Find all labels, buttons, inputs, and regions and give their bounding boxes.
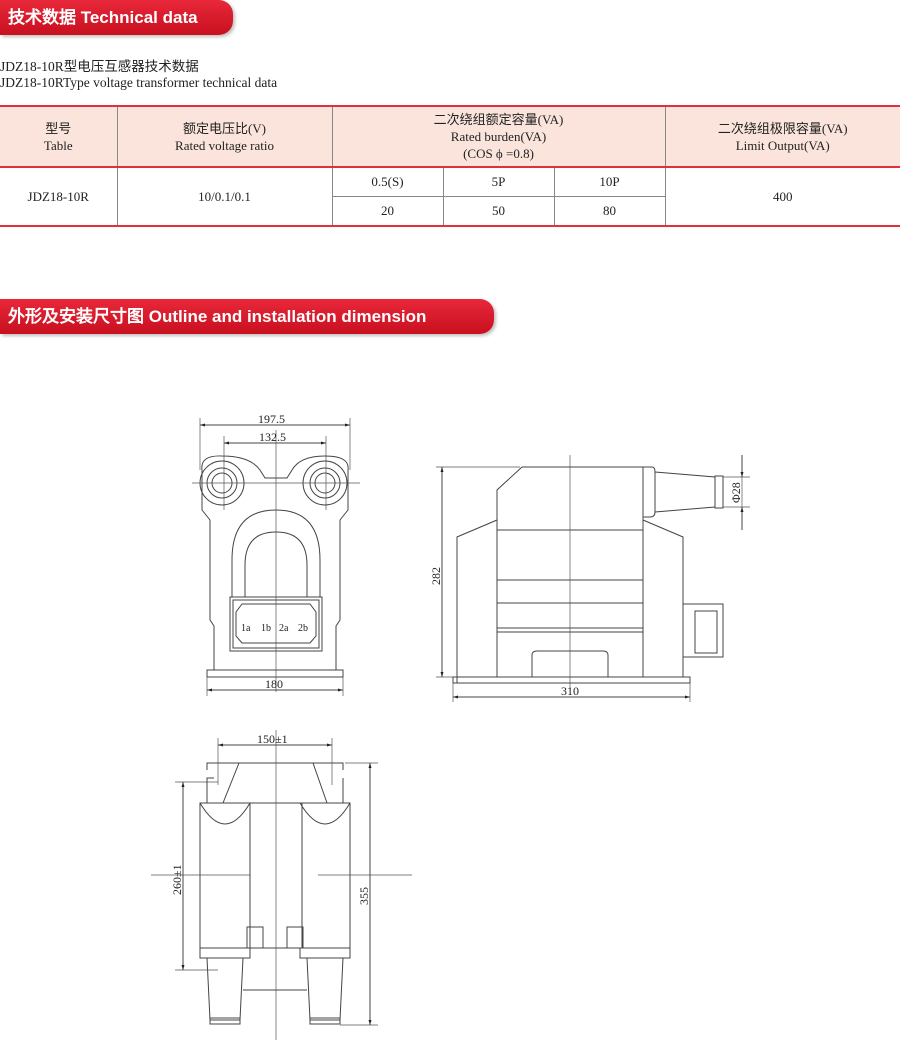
dim-150: 150±1 (257, 732, 288, 746)
cell-burden: 50 (442, 196, 555, 227)
table-row: 20 50 80 (0, 196, 900, 227)
section-header-outline: 外形及安装尺寸图 Outline and installation dimens… (0, 299, 494, 334)
cell-ratio: 10/0.1/0.1 (116, 167, 333, 227)
dim-180: 180 (265, 677, 283, 691)
dim-282: 282 (429, 567, 443, 585)
cell-class: 10P (553, 167, 666, 197)
header-burden: 二次绕组额定容量(VA) Rated burden(VA) (COS ϕ =0.8) (331, 105, 666, 168)
header-burden-cn: 二次绕组额定容量(VA) (433, 112, 564, 127)
terminal-2a: 2a (279, 623, 289, 634)
header-ratio: 额定电压比(V)Rated voltage ratio (116, 105, 333, 168)
header-ratio-cn: 额定电压比(V) (182, 120, 267, 136)
dim-phi-28: Φ28 (729, 482, 743, 503)
cell-class: 0.5(S) (331, 167, 444, 197)
dim-132-5: 132.5 (259, 430, 286, 444)
header-model-cn: 型号 (45, 120, 72, 136)
table-row: JDZ18-10R 10/0.1/0.1 0.5(S) 5P 10P 400 (0, 167, 900, 227)
terminal-1a: 1a (241, 623, 251, 634)
side-view-drawing: 282 Φ28 310 (429, 455, 750, 702)
cell-class: 5P (442, 167, 555, 197)
cell-burden: 80 (553, 196, 665, 227)
subtitle-cn: JDZ18-10R型电压互感器技术数据 (0, 59, 199, 74)
terminal-2b: 2b (298, 623, 308, 634)
header-ratio-en: Rated voltage ratio (175, 137, 274, 153)
terminal-labels: 1a 1b 2a 2b (241, 623, 308, 634)
cell-burden: 20 (332, 196, 444, 227)
header-model-en: Table (43, 137, 73, 153)
header-burden-en: Rated burden(VA) (450, 129, 547, 144)
bottom-view-drawing: 150±1 260±1 355 (151, 730, 412, 1040)
cell-model: JDZ18-10R (0, 167, 118, 227)
dim-355: 355 (357, 887, 371, 905)
dim-197-5: 197.5 (258, 412, 285, 426)
header-limit-cn: 二次绕组极限容量(VA) (717, 120, 848, 136)
section-header-technical-data: 技术数据 Technical data (0, 0, 233, 35)
header-limit: 二次绕组极限容量(VA)Limit Output(VA) (664, 105, 900, 168)
dim-310: 310 (561, 684, 579, 698)
subtitle-en: JDZ18-10RType voltage transformer techni… (0, 75, 278, 90)
header-burden-note: (COS ϕ =0.8) (463, 146, 534, 161)
header-limit-en: Limit Output(VA) (735, 137, 830, 153)
terminal-1b: 1b (261, 623, 271, 634)
front-view-drawing: 1a 1b 2a 2b 197.5 132.5 180 (192, 412, 360, 696)
dim-260: 260±1 (170, 864, 184, 895)
cell-limit: 400 (664, 167, 900, 227)
